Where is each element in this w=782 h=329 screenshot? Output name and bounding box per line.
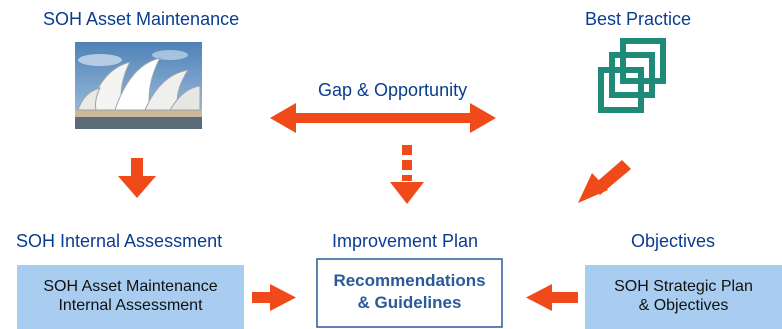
- strategic-plan-box-line1: SOH Strategic Plan: [614, 278, 753, 295]
- objectives-heading: Objectives: [631, 231, 716, 251]
- internal-assessment-box-line2: Internal Assessment: [58, 297, 203, 314]
- recommendations-box-text: Recommendations & Guidelines: [317, 270, 502, 314]
- down-arrow-left: [118, 158, 156, 198]
- internal-assessment-box-line1: SOH Asset Maintenance: [43, 278, 218, 295]
- recommendations-box-line2: & Guidelines: [357, 293, 462, 312]
- recommendations-box: [316, 258, 503, 328]
- right-arrow-to-plan: [252, 284, 296, 311]
- overlapping-squares-icon: [598, 38, 666, 113]
- left-arrow-to-plan: [526, 284, 578, 311]
- internal-assessment-heading: SOH Internal Assessment: [16, 231, 223, 251]
- internal-assessment-box: [17, 265, 244, 329]
- improvement-plan-heading: Improvement Plan: [332, 231, 479, 251]
- opera-house-photo: [75, 42, 202, 129]
- strategic-plan-box-line2: & Objectives: [638, 297, 729, 314]
- gap-opportunity-heading: Gap & Opportunity: [318, 80, 468, 100]
- internal-assessment-box-text: SOH Asset Maintenance Internal Assessmen…: [17, 277, 244, 315]
- recommendations-box-line1: Recommendations: [333, 271, 486, 290]
- diagonal-arrow: [578, 160, 631, 203]
- strategic-plan-box: [585, 265, 782, 329]
- dashed-down-arrow: [390, 145, 424, 204]
- strategic-plan-box-text: SOH Strategic Plan & Objectives: [585, 277, 782, 315]
- double-arrow: [270, 103, 496, 133]
- best-practice-heading: Best Practice: [585, 9, 692, 29]
- asset-maintenance-heading: SOH Asset Maintenance: [43, 9, 240, 29]
